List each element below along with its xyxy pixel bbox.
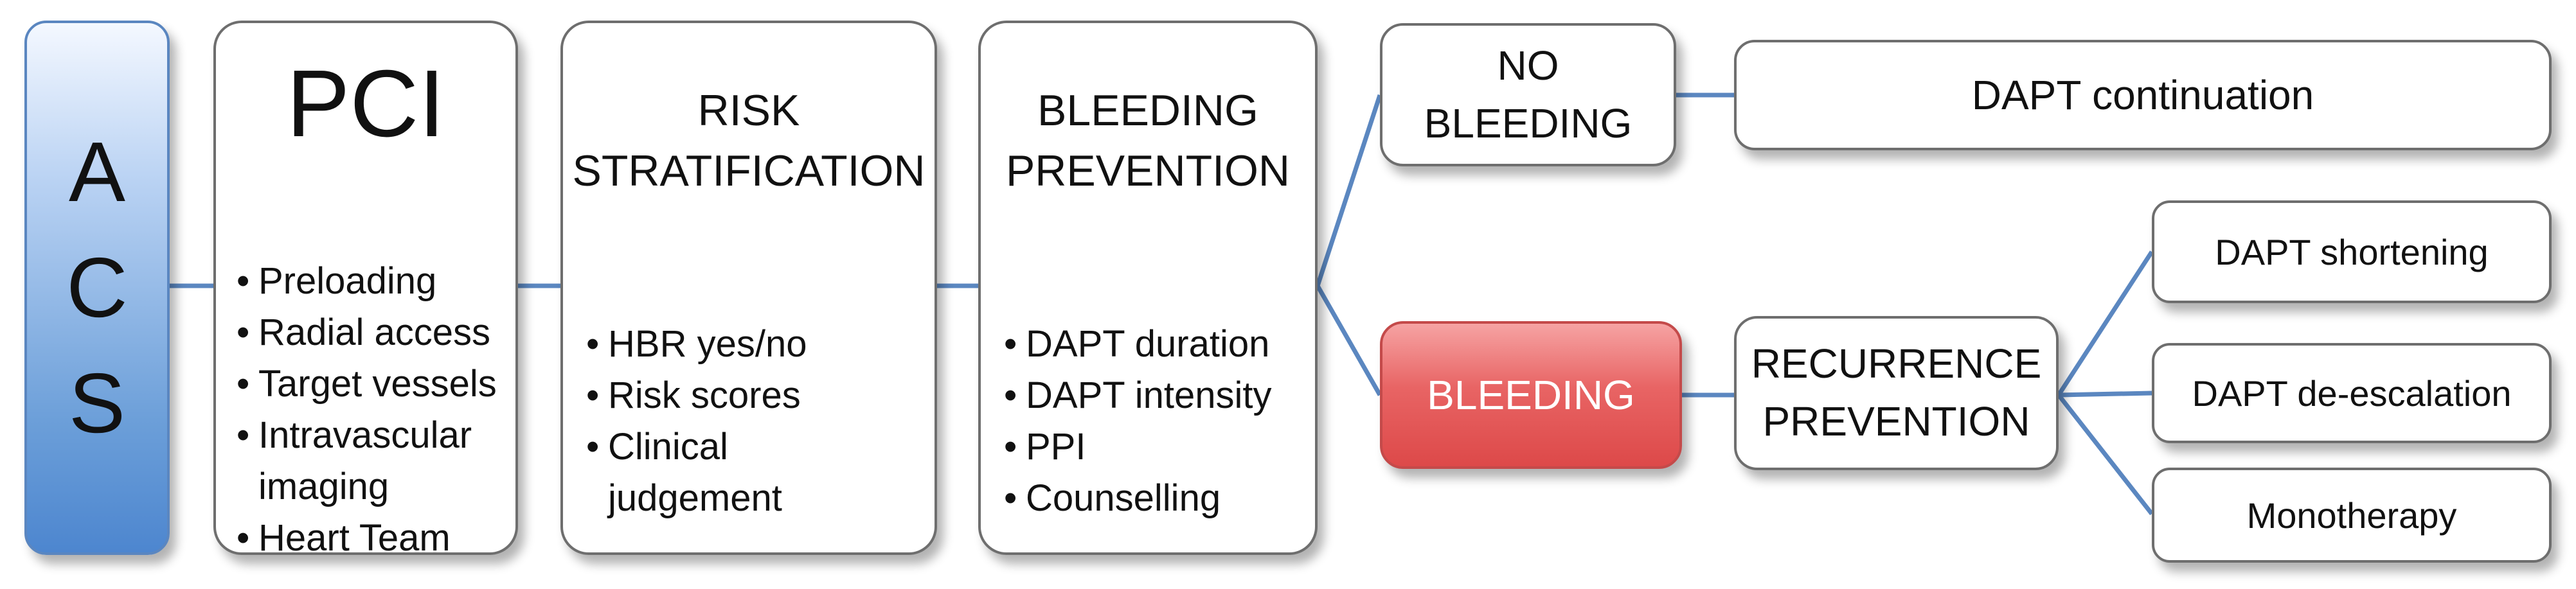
acs-letter-a: A (68, 125, 126, 219)
dapt-shortening-label: DAPT shortening (2215, 231, 2489, 272)
risk-item-clinical-judgement: Clinical judgement (586, 421, 820, 524)
monotherapy-label: Monotherapy (2246, 495, 2457, 536)
recurrence-line2: PREVENTION (1762, 398, 2030, 444)
acs-letter-c: C (66, 240, 128, 335)
connector-prevention-bleeding (1315, 285, 1382, 396)
risk-title: RISK STRATIFICATION (563, 81, 935, 202)
dapt-continuation-label: DAPT continuation (1971, 72, 2314, 118)
acs-box: A C S (24, 21, 170, 555)
connector-recurrence-shortening (2057, 251, 2154, 396)
dapt-deescalation-label: DAPT de-escalation (2192, 373, 2512, 414)
prevention-item-dapt-intensity: DAPT intensity (1004, 370, 1272, 421)
pci-list: Preloading Radial access Target vessels … (237, 256, 509, 564)
risk-list: HBR yes/no Risk scores Clinical judgemen… (586, 319, 820, 524)
pci-item-target-vessels: Target vessels (237, 358, 509, 410)
acs-letter-s: S (68, 356, 126, 450)
connector-recurrence-monotherapy (2057, 393, 2154, 516)
risk-item-hbr: HBR yes/no (586, 319, 820, 370)
pci-item-radial-access: Radial access (237, 307, 509, 358)
prevention-title-line2: PREVENTION (1005, 146, 1291, 195)
pci-title: PCI (286, 51, 445, 157)
prevention-title-line1: BLEEDING (1037, 86, 1258, 135)
bleeding-box: BLEEDING (1380, 321, 1682, 469)
dapt-deescalation-box: DAPT de-escalation (2152, 343, 2552, 443)
dapt-continuation-box: DAPT continuation (1734, 40, 2552, 150)
prevention-list: DAPT duration DAPT intensity PPI Counsel… (1004, 319, 1272, 524)
dapt-shortening-box: DAPT shortening (2152, 200, 2552, 303)
bleeding-prevention-box: BLEEDING PREVENTION DAPT duration DAPT i… (978, 21, 1318, 555)
no-bleeding-box: NO BLEEDING (1380, 23, 1676, 166)
recurrence-line1: RECURRENCE (1751, 340, 2042, 387)
bleeding-label: BLEEDING (1427, 372, 1635, 418)
prevention-item-dapt-duration: DAPT duration (1004, 319, 1272, 370)
monotherapy-box: Monotherapy (2152, 468, 2552, 563)
recurrence-prevention-box: RECURRENCE PREVENTION (1734, 316, 2059, 470)
risk-title-line1: RISK (697, 86, 800, 135)
no-bleeding-line1: NO (1497, 42, 1559, 89)
pci-item-preloading: Preloading (237, 256, 509, 307)
prevention-item-ppi: PPI (1004, 421, 1272, 473)
prevention-title: BLEEDING PREVENTION (981, 81, 1315, 202)
pci-item-heart-team: Heart Team (237, 513, 509, 564)
prevention-item-counselling: Counselling (1004, 473, 1272, 524)
risk-title-line2: STRATIFICATION (572, 146, 926, 195)
connector-recurrence-deescalation (2058, 391, 2152, 398)
connector-prevention-no-bleeding (1315, 94, 1382, 287)
risk-item-risk-scores: Risk scores (586, 370, 820, 421)
risk-stratification-box: RISK STRATIFICATION HBR yes/no Risk scor… (560, 21, 937, 555)
no-bleeding-line2: BLEEDING (1424, 100, 1632, 146)
pci-item-intravascular-imaging: Intravascular imaging (237, 410, 509, 513)
pci-box: PCI Preloading Radial access Target vess… (213, 21, 518, 564)
